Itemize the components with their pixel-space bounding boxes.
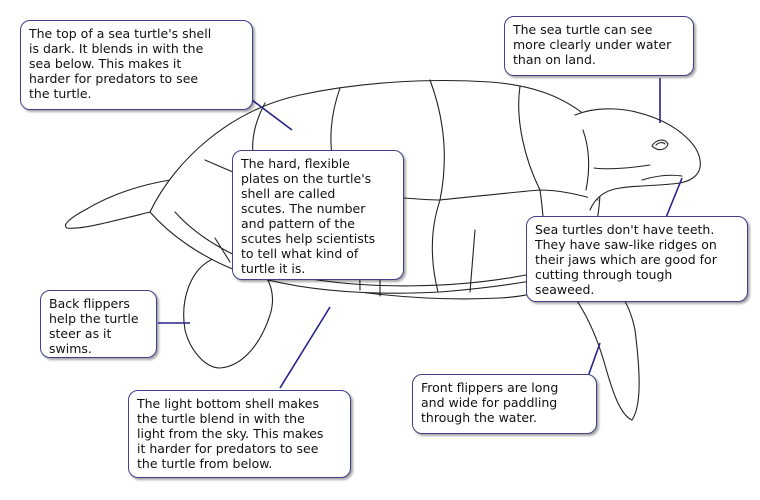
turtle-front-flipper: [559, 279, 640, 421]
turtle-head: [574, 108, 701, 211]
leader-bottom-shell: [279, 306, 331, 389]
callout-scutes: The hard, flexible plates on the turtle'…: [232, 150, 404, 280]
turtle-back-flipper: [183, 257, 274, 369]
leader-teeth: [664, 177, 683, 221]
callout-shell-top: The top of a sea turtle's shell is dark.…: [20, 20, 253, 110]
callout-vision: The sea turtle can see more clearly unde…: [504, 16, 694, 76]
callout-back-flippers: Back flippers help the turtle steer as i…: [40, 290, 157, 358]
turtle-tail: [65, 179, 171, 229]
leader-shell-top: [247, 96, 293, 131]
turtle-jaw: [641, 174, 683, 181]
callout-bottom-shell: The light bottom shell makes the turtle …: [128, 390, 351, 478]
callout-teeth: Sea turtles don't have teeth. They have …: [526, 216, 748, 302]
callout-front-flippers: Front flippers are long and wide for pad…: [412, 374, 597, 434]
turtle-eye: [651, 139, 669, 151]
